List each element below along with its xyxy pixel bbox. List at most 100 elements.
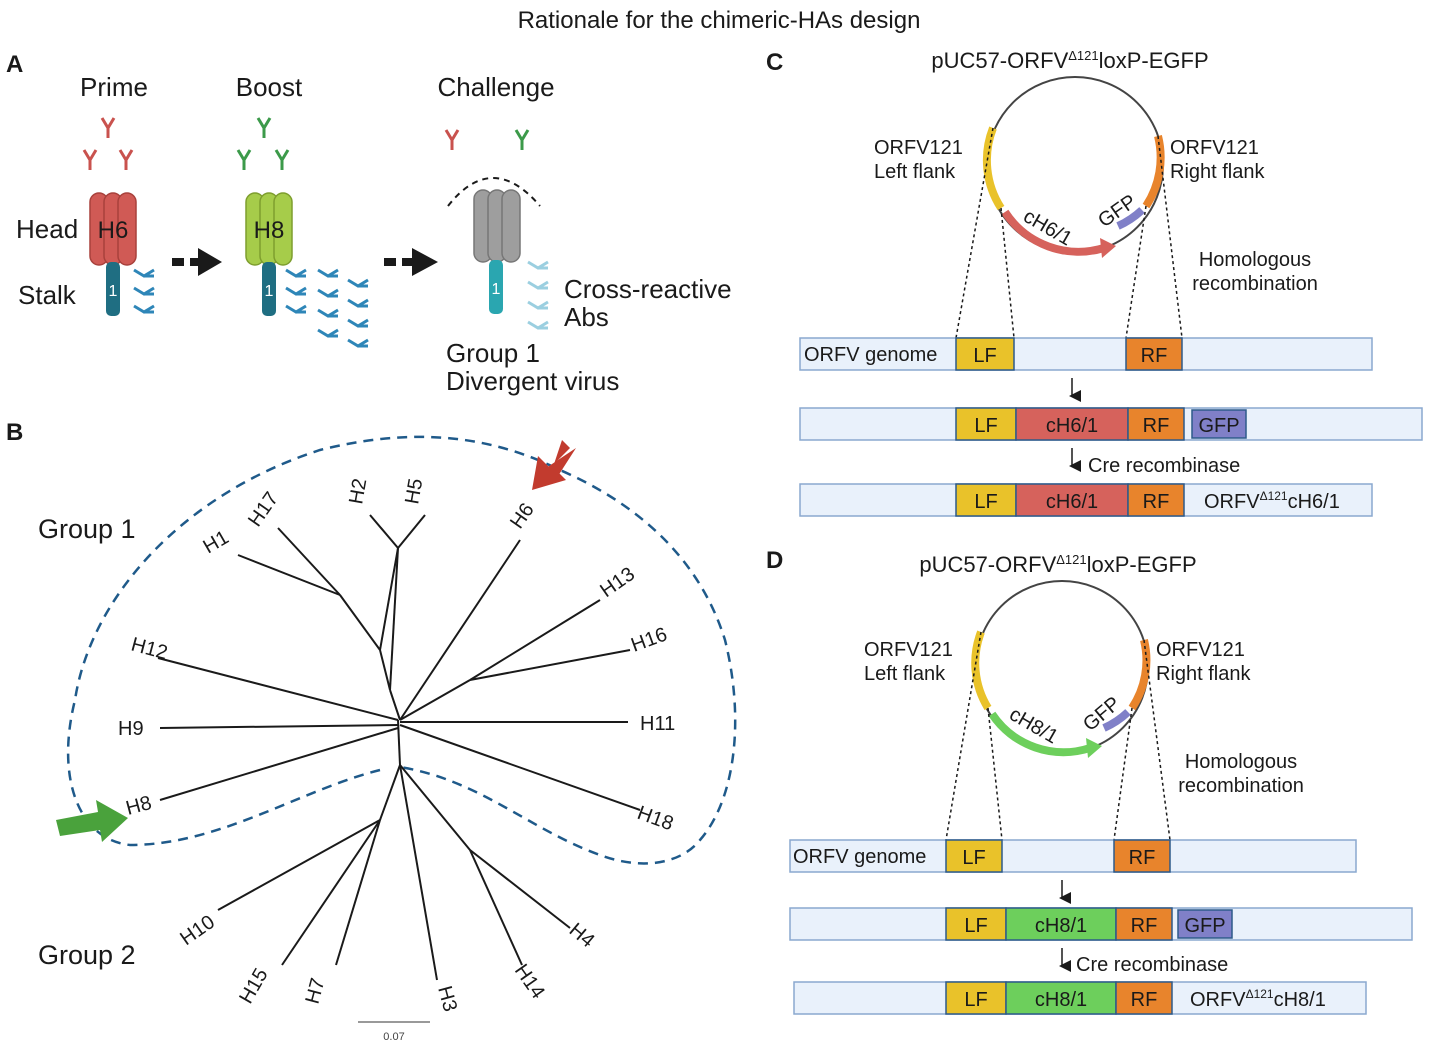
recombined-c: LF cH6/1 RF GFP xyxy=(799,407,1423,441)
final-d-lf: LF xyxy=(964,989,987,1011)
plasmid-d-left-flank xyxy=(971,630,992,711)
challenge-antibodies xyxy=(444,129,530,150)
leaf-H18: H18 xyxy=(634,802,676,835)
panel-d-label: D xyxy=(766,547,783,574)
final-c-name-sup: Δ121 xyxy=(1260,489,1288,503)
orfv-genome-c: ORFV genome LF RF xyxy=(799,337,1373,371)
final-c-lf: LF xyxy=(974,491,997,513)
final-d-name: ORFVΔ121cH8/1 xyxy=(1190,987,1326,1011)
plasmid-d-right-flank xyxy=(1128,639,1151,711)
h8-highlight-arrow xyxy=(56,800,128,842)
final-c-insert: cH6/1 xyxy=(1046,491,1098,513)
recombined-d-lf: LF xyxy=(964,915,987,937)
plasmid-d-title-sup: Δ121 xyxy=(1056,552,1086,567)
group1-dashed-enclosure xyxy=(66,435,737,865)
final-d-name-sup: Δ121 xyxy=(1246,987,1274,1001)
final-d-insert: cH8/1 xyxy=(1035,989,1087,1011)
orfv-genome-d: ORFV genome LF RF xyxy=(789,839,1357,873)
h6-highlight-arrow-body xyxy=(546,448,576,476)
leaf-H3: H3 xyxy=(433,984,461,1014)
leaf-H17: H17 xyxy=(244,488,283,531)
right-flank-c-line1: ORFV121 xyxy=(1170,137,1259,159)
boost-stalk-number: 1 xyxy=(265,283,274,300)
right-flank-c-line2: Right flank xyxy=(1170,161,1265,183)
plasmid-c-title-suffix: loxP-EGFP xyxy=(1099,48,1209,73)
h8-head: H8 xyxy=(245,192,293,266)
leaf-H16: H16 xyxy=(628,623,670,656)
cross-reactive-line1: Cross-reactive xyxy=(564,274,732,304)
leaf-H12: H12 xyxy=(129,634,170,665)
leaf-H14: H14 xyxy=(510,960,549,1003)
panel-c-label: C xyxy=(766,49,783,76)
homologous-d-line1: Homologous xyxy=(1185,751,1297,773)
figure-title: Rationale for the chimeric-HAs design xyxy=(518,7,921,34)
plasmid-c-title-sup: Δ121 xyxy=(1068,48,1098,63)
final-d: LF cH8/1 RF ORFVΔ121cH8/1 xyxy=(793,981,1367,1015)
leaf-H6: H6 xyxy=(506,499,539,533)
h6-head-label: H6 xyxy=(98,217,129,244)
panel-b-label: B xyxy=(6,419,23,446)
stalk-label: Stalk xyxy=(18,280,77,310)
h6-highlight-arrow xyxy=(532,440,570,490)
final-d-rf: RF xyxy=(1131,989,1158,1011)
prime-antibodies xyxy=(82,117,134,170)
plasmid-d-gfp-label: GFP xyxy=(1079,693,1125,736)
recombined-c-rf: RF xyxy=(1143,415,1170,437)
leaf-H9: H9 xyxy=(118,718,144,740)
genome-d-label: ORFV genome xyxy=(793,846,926,868)
genome-c-label: ORFV genome xyxy=(804,344,937,366)
challenge-gray-head xyxy=(473,189,521,263)
left-flank-d-line1: ORFV121 xyxy=(864,639,953,661)
final-c-name-prefix: ORFV xyxy=(1204,491,1260,513)
left-flank-c-line1: ORFV121 xyxy=(874,137,963,159)
challenge-shield-arc xyxy=(447,177,541,207)
right-flank-d-line1: ORFV121 xyxy=(1156,639,1245,661)
plasmid-c-left-flank xyxy=(982,126,1005,211)
panel-b: B Group 1 Group 2 xyxy=(6,419,737,1043)
final-d-name-prefix: ORFV xyxy=(1190,989,1246,1011)
group1-divergent-line1: Group 1 xyxy=(446,338,540,368)
genome-c-lf: LF xyxy=(973,345,996,367)
leaf-H4: H4 xyxy=(565,919,599,952)
boost-stalk: 1 xyxy=(262,262,276,316)
plasmid-c-insert-arrowhead xyxy=(1100,238,1116,258)
final-c-name-suffix: cH6/1 xyxy=(1288,491,1340,513)
recombined-c-insert: cH6/1 xyxy=(1046,415,1098,437)
stage-prime-label: Prime xyxy=(80,72,148,102)
plasmid-d-gfp xyxy=(1102,708,1131,732)
challenge-cross-antibodies xyxy=(527,260,549,330)
h6-head: H6 xyxy=(89,192,137,266)
homologous-c-line1: Homologous xyxy=(1199,249,1311,271)
recombined-c-lf: LF xyxy=(974,415,997,437)
phylo-tree xyxy=(157,514,641,981)
plasmid-d-title-prefix: pUC57-ORFV xyxy=(919,552,1056,577)
final-c-rf: RF xyxy=(1143,491,1170,513)
genome-d-rf: RF xyxy=(1129,847,1156,869)
homologous-c-dotted-lines xyxy=(955,127,1183,339)
homologous-c-line2: recombination xyxy=(1192,273,1318,295)
arrow-boost-to-challenge xyxy=(384,248,438,276)
leaf-H10: H10 xyxy=(176,911,219,950)
group1-divergent-line2: Divergent virus xyxy=(446,366,619,396)
plasmid-c-title-prefix: pUC57-ORFV xyxy=(931,48,1068,73)
genome-c-rf: RF xyxy=(1141,345,1168,367)
group2-label: Group 2 xyxy=(38,940,136,970)
leaf-H5: H5 xyxy=(401,477,427,506)
homologous-d-line2: recombination xyxy=(1178,775,1304,797)
boost-antibodies xyxy=(236,117,290,170)
recombined-d-rf: RF xyxy=(1131,915,1158,937)
homologous-d-dotted-lines xyxy=(945,631,1171,841)
stage-challenge-label: Challenge xyxy=(437,72,554,102)
right-flank-d-line2: Right flank xyxy=(1156,663,1251,685)
prime-stalk-antibodies xyxy=(133,268,155,314)
challenge-stalk: 1 xyxy=(489,260,503,314)
leaf-H15: H15 xyxy=(235,965,272,1008)
panel-c: C pUC57-ORFVΔ121loxP-EGFP cH6/1 GFP ORFV… xyxy=(766,48,1423,517)
h8-head-label: H8 xyxy=(254,217,285,244)
panel-a-label: A xyxy=(6,51,23,78)
recombined-c-gfp: GFP xyxy=(1198,415,1239,437)
recombined-d-gfp: GFP xyxy=(1184,915,1225,937)
plasmid-d-title: pUC57-ORFVΔ121loxP-EGFP xyxy=(919,552,1196,577)
final-c-name: ORFVΔ121cH6/1 xyxy=(1204,489,1340,513)
